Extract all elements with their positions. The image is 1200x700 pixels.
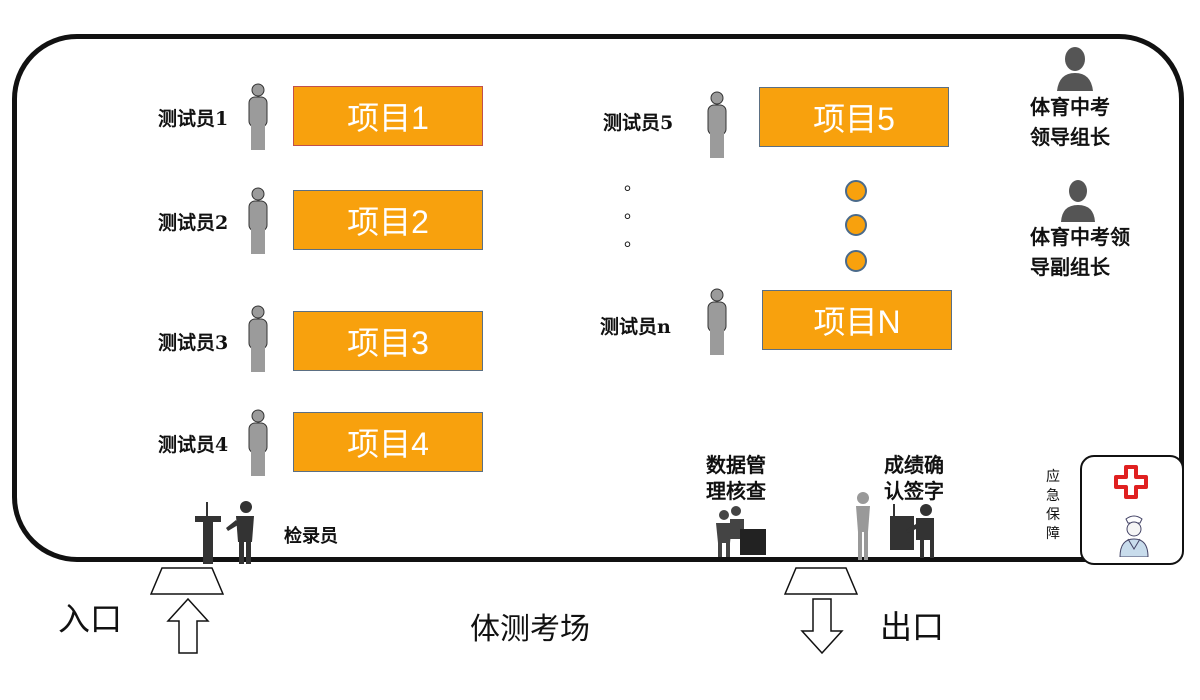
tester-label-4: 测试员4 bbox=[158, 434, 229, 456]
emergency-label: 应急保障 bbox=[1046, 469, 1060, 542]
tester-label-n: 测试员n bbox=[600, 316, 671, 338]
item-box-5: 项目5 bbox=[759, 87, 949, 147]
tester-label-3: 测试员3 bbox=[158, 332, 229, 354]
person-standing-icon bbox=[248, 409, 268, 476]
tester-label-2: 测试员2 bbox=[158, 212, 229, 234]
ellipsis-dot: 。 bbox=[624, 202, 642, 223]
checkin-label: 检录员 bbox=[284, 526, 338, 547]
confirm-signature-label: 成绩确 认签字 bbox=[884, 453, 944, 503]
person-standing-icon bbox=[248, 305, 268, 372]
ellipsis-circle bbox=[845, 180, 867, 202]
person-silhouette-icon bbox=[1057, 47, 1093, 91]
item-box-1: 项目1 bbox=[293, 86, 483, 146]
venue-boundary bbox=[12, 34, 1184, 562]
person-standing-icon bbox=[248, 187, 268, 254]
data-review-label: 数据管 理核查 bbox=[706, 453, 766, 503]
podium-speaker-icon bbox=[195, 501, 254, 564]
person-standing-icon bbox=[707, 91, 727, 158]
arrow-up-icon bbox=[166, 597, 210, 654]
person-standing-icon bbox=[707, 288, 727, 355]
person-silhouette-icon bbox=[1061, 180, 1095, 222]
item-box-2: 项目2 bbox=[293, 190, 483, 250]
item-box-4: 项目4 bbox=[293, 412, 483, 472]
emergency-panel bbox=[1080, 455, 1184, 565]
item-box-n: 项目N bbox=[762, 290, 952, 350]
exit-label: 出口 bbox=[880, 609, 945, 645]
ellipsis-circle bbox=[845, 214, 867, 236]
ellipsis-dot: 。 bbox=[624, 230, 642, 251]
tester-label-5: 测试员5 bbox=[603, 112, 674, 134]
ellipsis-dot: 。 bbox=[624, 174, 642, 195]
tester-label-1: 测试员1 bbox=[158, 108, 229, 130]
gate-trapezoid-icon bbox=[784, 567, 858, 595]
people-at-table-icon bbox=[856, 492, 934, 560]
deputy-leader-title: 体育中考领 导副组长 bbox=[1030, 225, 1130, 279]
nurse-icon bbox=[1119, 515, 1149, 557]
item-box-3: 项目3 bbox=[293, 311, 483, 371]
arrow-down-icon bbox=[800, 598, 844, 655]
entrance-label: 入口 bbox=[58, 601, 123, 637]
medical-cross-icon bbox=[1114, 465, 1148, 499]
venue-title: 体测考场 bbox=[470, 613, 590, 646]
leader-title: 体育中考 领导组长 bbox=[1030, 95, 1110, 149]
people-at-table-icon bbox=[716, 506, 766, 557]
person-standing-icon bbox=[248, 83, 268, 150]
ellipsis-circle bbox=[845, 250, 867, 272]
gate-trapezoid-icon bbox=[150, 567, 224, 595]
